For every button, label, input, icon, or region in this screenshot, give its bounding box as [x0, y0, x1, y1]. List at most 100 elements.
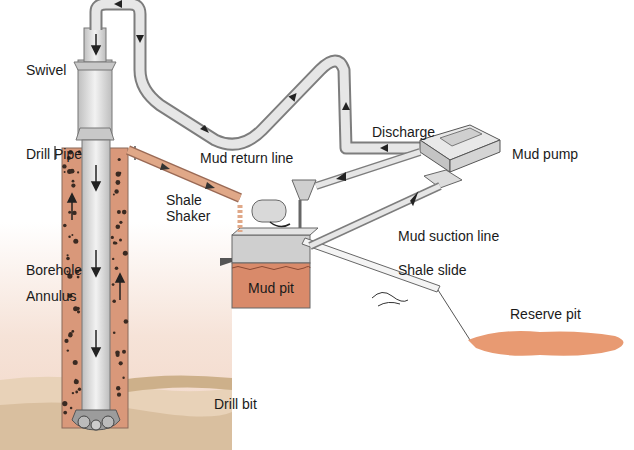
shaker-screen [252, 200, 286, 222]
flow-arrows [409, 191, 421, 207]
shale-slide [438, 290, 470, 340]
cutting [71, 184, 75, 188]
cutting [111, 236, 114, 239]
part-label: Discharge [372, 124, 435, 140]
cutting [75, 391, 78, 394]
cutting [122, 377, 124, 379]
part-label: Swivel [26, 62, 66, 78]
cutting [112, 300, 116, 304]
cutting [73, 239, 78, 244]
valve [220, 258, 232, 266]
cutting [62, 164, 66, 168]
part-label: Annulus [26, 288, 77, 304]
mud-surface [232, 267, 310, 270]
cutting [64, 171, 66, 173]
flow-arrows [160, 163, 215, 189]
flow-arrows [336, 172, 346, 181]
cutting [67, 254, 69, 256]
cutting [117, 393, 121, 397]
cutting [114, 189, 118, 193]
cutting [78, 388, 81, 391]
cutting [73, 360, 78, 365]
part-label: Borehole [26, 262, 82, 278]
flow-arrows [270, 222, 290, 227]
cutting [112, 283, 115, 286]
part-label: Mud suction line [398, 228, 499, 244]
cutting [116, 180, 121, 185]
pit-label: Mud pit [248, 280, 294, 296]
cutting [63, 224, 67, 228]
part-label: Mud pump [512, 146, 578, 162]
mud-hopper [299, 200, 302, 228]
cutting [70, 407, 73, 410]
part-label: Drill Pipe [26, 146, 82, 162]
kelly-hose [96, 4, 420, 148]
cutting [112, 258, 114, 260]
cutting [118, 158, 121, 161]
mud-pump [420, 140, 450, 172]
cutting [115, 350, 120, 355]
part-label: Reserve pit [510, 306, 581, 322]
swivel [84, 28, 106, 62]
cutting [113, 193, 115, 195]
cuttings-fall [372, 292, 408, 306]
mud-pump [440, 128, 482, 146]
cutting [117, 210, 121, 214]
mud-hopper [292, 180, 316, 200]
discharge-line [316, 152, 420, 186]
drill-bit [78, 416, 90, 428]
swivel [78, 60, 112, 138]
cutting [113, 332, 116, 335]
drill-bit [91, 420, 101, 430]
mud-pump [450, 140, 500, 172]
shaker-tank [232, 235, 310, 263]
cutting [72, 211, 76, 215]
swivel [76, 128, 114, 140]
cutting [71, 234, 73, 236]
cutting [116, 225, 121, 230]
cutting [119, 361, 123, 365]
discharge-line [316, 152, 420, 186]
cutting [72, 180, 75, 183]
cutting [73, 306, 78, 311]
mud-pit: Mud pit [232, 268, 310, 308]
drill-bit [72, 410, 120, 430]
cutting [116, 172, 121, 177]
cutting [122, 210, 127, 215]
kelly-hose [96, 4, 420, 148]
part-label: Shale Shaker [166, 192, 218, 224]
part-label: Mud return line [200, 150, 293, 166]
mud-pit-fill [232, 263, 310, 308]
cutting [115, 242, 118, 245]
cutting [63, 411, 67, 415]
mud-flow [238, 205, 243, 232]
pump-block [424, 170, 462, 188]
cutting [72, 392, 74, 394]
cutting [77, 310, 80, 313]
cutting [77, 171, 79, 173]
reserve-pit [468, 331, 624, 356]
cutting [119, 239, 122, 242]
drill-pipe [82, 140, 110, 412]
cutting [67, 349, 69, 351]
cutting [67, 169, 72, 174]
swivel [74, 62, 116, 70]
cutting [68, 211, 71, 214]
cutting [119, 221, 122, 224]
cutting [122, 350, 126, 354]
cutting [74, 379, 79, 384]
cutting [123, 251, 128, 256]
cutting [64, 339, 68, 343]
strata [120, 375, 232, 392]
cutting [117, 172, 120, 175]
flow-arrows [68, 34, 124, 356]
cutting [115, 267, 119, 271]
cutting [68, 333, 72, 337]
cutting [124, 319, 129, 324]
drill-bit [102, 416, 114, 428]
cutting [116, 386, 120, 390]
cutting [62, 401, 67, 406]
cutting [119, 172, 122, 175]
shaker-tank [232, 228, 318, 235]
